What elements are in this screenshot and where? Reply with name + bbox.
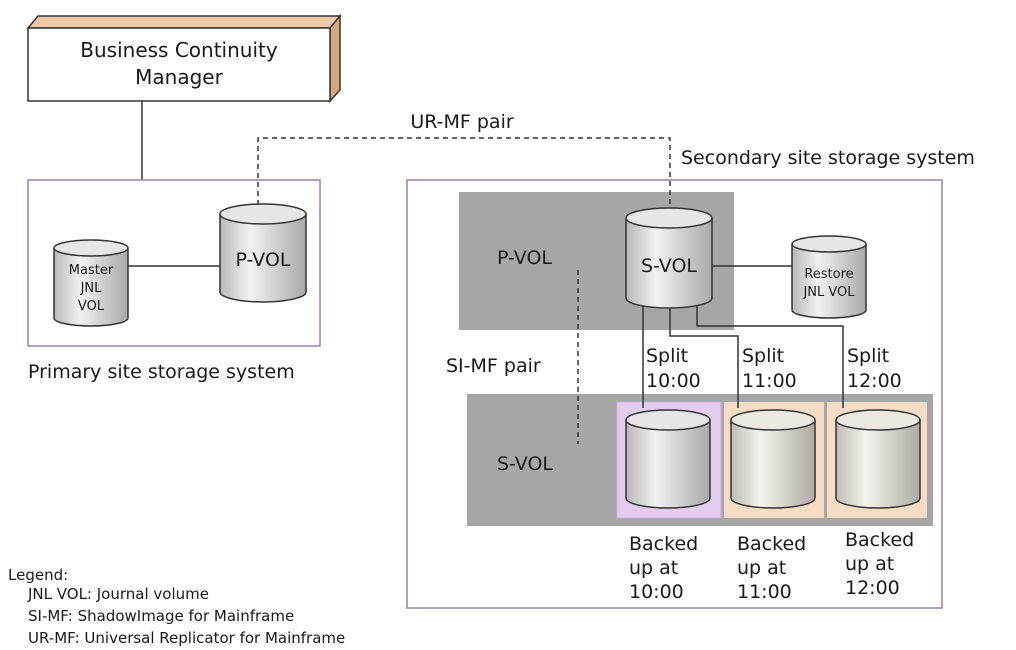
ur-mf-pair-line bbox=[257, 137, 671, 210]
split-label-1200-line2: 12:00 bbox=[847, 370, 902, 392]
bcm-title-line1: Business Continuity bbox=[80, 38, 278, 62]
legend-title: Legend: bbox=[8, 566, 68, 584]
master-jnl-vol-cylinder: Master JNL VOL bbox=[53, 239, 129, 327]
backup-label-1200-line1: Backed bbox=[845, 529, 914, 551]
backup-label-1000-line1: Backed bbox=[629, 533, 698, 555]
backup-cylinder-1000 bbox=[625, 409, 711, 509]
backup-label-1100-line2: up at bbox=[737, 557, 786, 579]
master-jnl-line1: Master bbox=[69, 263, 114, 278]
secondary-svol-label: S-VOL bbox=[641, 255, 697, 277]
split-line-1100 bbox=[669, 305, 739, 408]
split-label-1100-line1: Split bbox=[742, 345, 784, 367]
si-mf-pair-label: SI-MF pair bbox=[446, 355, 541, 377]
restore-jnl-line1: Restore bbox=[804, 267, 853, 282]
business-continuity-manager-box: Business Continuity Manager bbox=[26, 13, 342, 103]
backup-cylinder-1100 bbox=[730, 409, 816, 509]
legend: Legend: JNL VOL: Journal volume SI-MF: S… bbox=[8, 566, 345, 647]
legend-item-ur-mf: UR-MF: Universal Replicator for Mainfram… bbox=[28, 629, 345, 647]
split-label-1200-line1: Split bbox=[847, 345, 889, 367]
split-label-1100-line2: 11:00 bbox=[742, 370, 797, 392]
bcm-title-line2: Manager bbox=[135, 65, 223, 89]
restore-jnl-vol-cylinder: Restore JNL VOL bbox=[791, 235, 867, 319]
master-jnl-line3: VOL bbox=[78, 299, 105, 314]
primary-site-caption: Primary site storage system bbox=[28, 361, 295, 383]
secondary-svol-cylinder: S-VOL bbox=[625, 207, 713, 309]
split-label-1000-line1: Split bbox=[646, 345, 688, 367]
ur-mf-pair-label: UR-MF pair bbox=[410, 111, 514, 133]
backup-label-1200-line3: 12:00 bbox=[845, 577, 900, 599]
primary-pvol-cylinder: P-VOL bbox=[219, 203, 307, 303]
backup-label-1100-line3: 11:00 bbox=[737, 581, 792, 603]
restore-jnl-line2: JNL VOL bbox=[802, 285, 855, 300]
si-mf-label-bg bbox=[438, 350, 560, 380]
split-line-1200 bbox=[696, 305, 844, 408]
svol-row-label: S-VOL bbox=[497, 453, 553, 475]
backup-label-1200-line2: up at bbox=[845, 553, 894, 575]
split-label-1000-line2: 10:00 bbox=[646, 370, 701, 392]
backup-label-1100-line1: Backed bbox=[737, 533, 806, 555]
legend-item-si-mf: SI-MF: ShadowImage for Mainframe bbox=[28, 607, 294, 625]
backup-label-1000-line3: 10:00 bbox=[629, 581, 684, 603]
master-jnl-line2: JNL bbox=[80, 281, 103, 296]
secondary-site-caption: Secondary site storage system bbox=[681, 147, 975, 169]
legend-item-jnl-vol: JNL VOL: Journal volume bbox=[27, 585, 209, 603]
backup-cylinder-1200 bbox=[835, 409, 921, 509]
pvol-row-label: P-VOL bbox=[497, 247, 552, 269]
backup-label-1000-line2: up at bbox=[629, 557, 678, 579]
primary-pvol-label: P-VOL bbox=[236, 249, 291, 271]
